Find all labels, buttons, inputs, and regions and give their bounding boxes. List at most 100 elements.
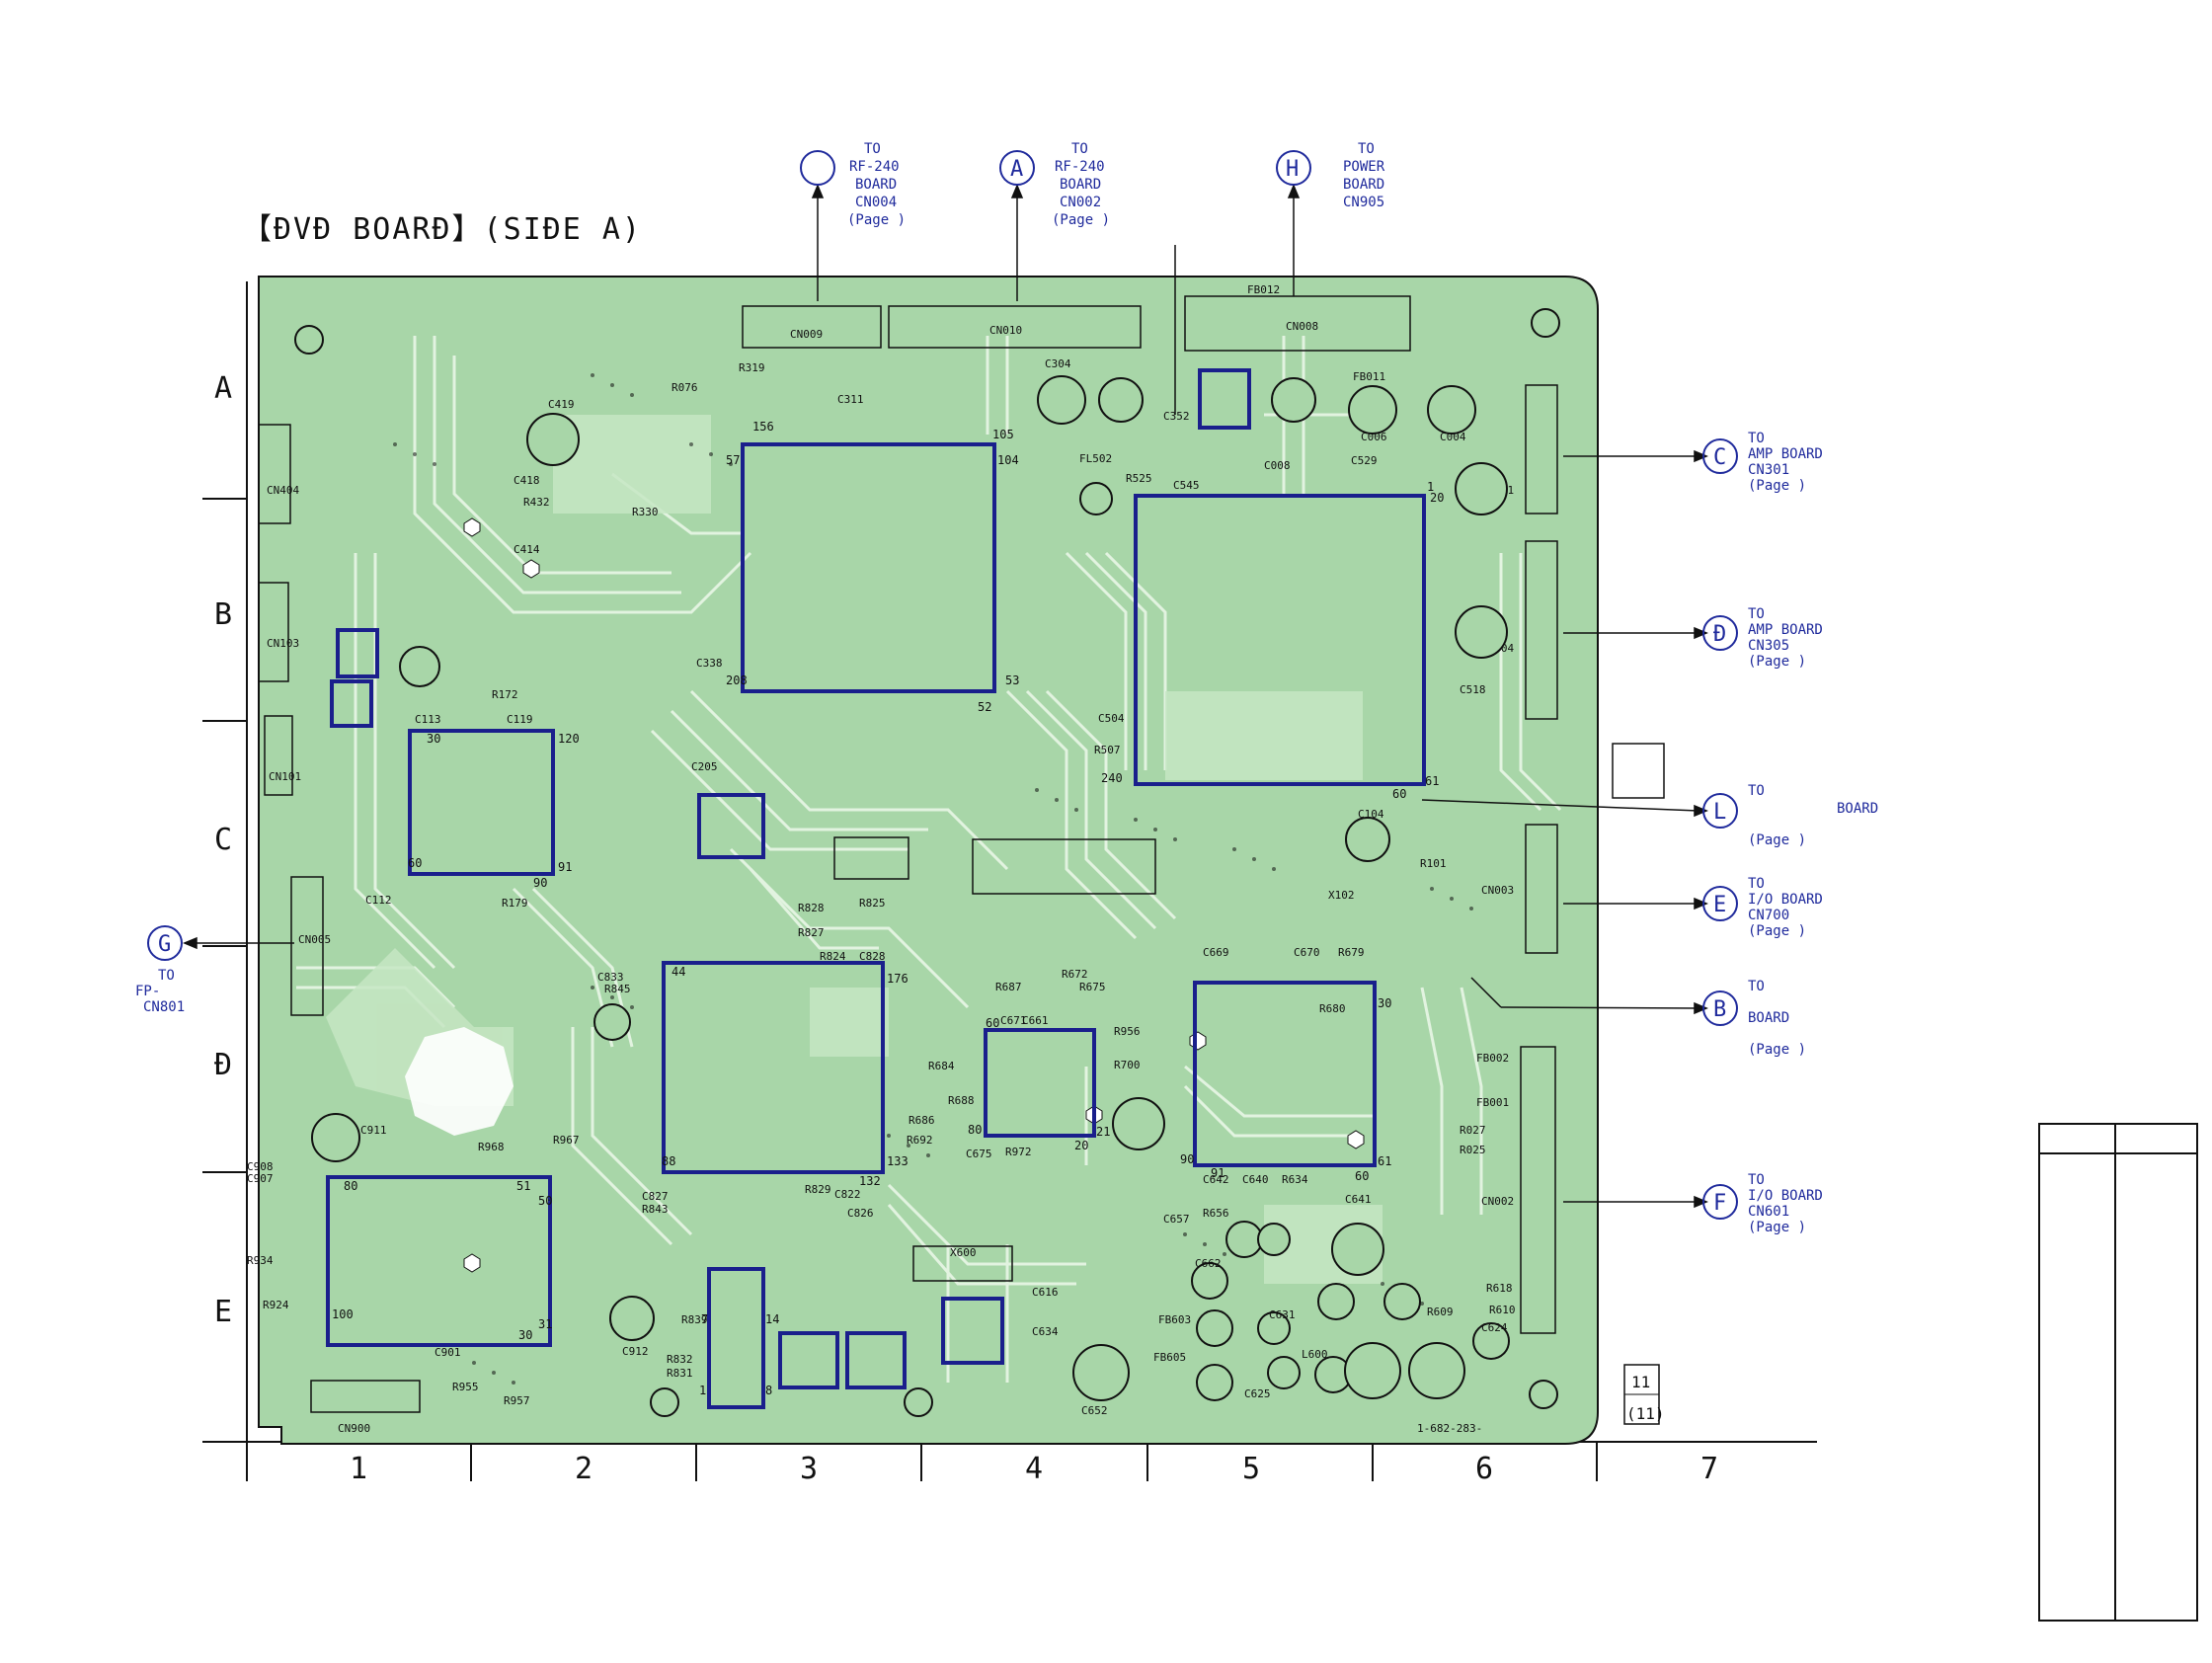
svg-text:C641: C641 <box>1345 1193 1372 1206</box>
svg-text:R829: R829 <box>805 1183 831 1196</box>
ic-top-right <box>1134 494 1426 786</box>
svg-text:R432: R432 <box>523 496 550 509</box>
svg-text:C640: C640 <box>1242 1173 1269 1186</box>
svg-text:R845: R845 <box>604 983 631 995</box>
cn008-label: CN008 <box>1286 320 1318 333</box>
svg-text:R688: R688 <box>948 1094 975 1107</box>
page-number-box: 11 (11) <box>1623 1364 1665 1425</box>
svg-text:F: F <box>1713 1191 1726 1216</box>
svg-text:R507: R507 <box>1094 744 1121 756</box>
svg-text:C624: C624 <box>1481 1321 1508 1334</box>
svg-text:156: 156 <box>752 420 774 434</box>
svg-text:X102: X102 <box>1328 889 1355 902</box>
svg-text:X600: X600 <box>950 1246 977 1259</box>
cn009-header <box>742 305 882 349</box>
svg-text:R967: R967 <box>553 1134 580 1147</box>
svg-text:R672: R672 <box>1062 968 1088 981</box>
svg-text:R684: R684 <box>928 1060 955 1072</box>
svg-text:CN004: CN004 <box>855 195 897 210</box>
svg-text:I/O BOARD: I/O BOARD <box>1748 892 1823 908</box>
svg-text:H: H <box>1286 157 1299 182</box>
svg-text:C518: C518 <box>1460 683 1486 696</box>
svg-text:FP-: FP- <box>135 984 160 999</box>
svg-text:61: 61 <box>1378 1154 1391 1168</box>
svg-text:133: 133 <box>887 1154 908 1168</box>
svg-text:RF-240: RF-240 <box>1055 159 1105 175</box>
callout-top-blank: TO RF-240 BOARD CN004 (Page ) <box>800 141 906 228</box>
svg-text:TO: TO <box>1071 141 1088 157</box>
svg-text:20: 20 <box>1074 1139 1088 1152</box>
cn002-label: CN002 <box>1481 1195 1514 1208</box>
svg-text:CN700: CN700 <box>1748 908 1789 923</box>
svg-text:BOARD: BOARD <box>1343 177 1384 193</box>
svg-text:240: 240 <box>1101 771 1123 785</box>
svg-text:C908: C908 <box>247 1160 274 1173</box>
svg-text:14: 14 <box>765 1312 779 1326</box>
svg-text:R828: R828 <box>798 902 825 914</box>
mounting-hole-top-left <box>294 325 324 355</box>
svg-text:C113: C113 <box>415 713 441 726</box>
svg-text:132: 132 <box>859 1174 881 1188</box>
ic-mid-left <box>408 729 555 876</box>
svg-text:(Page ): (Page ) <box>847 212 906 228</box>
svg-text:(Page ): (Page ) <box>1052 212 1110 228</box>
svg-text:60: 60 <box>408 856 422 870</box>
svg-text:105: 105 <box>992 428 1014 441</box>
svg-text:R968: R968 <box>478 1141 505 1153</box>
cn900-label: CN900 <box>338 1422 370 1435</box>
svg-text:60: 60 <box>1355 1169 1369 1183</box>
svg-text:51: 51 <box>516 1179 530 1193</box>
svg-text:208: 208 <box>726 673 748 687</box>
x600-crystal <box>912 1245 1013 1282</box>
svg-text:R172: R172 <box>492 688 518 701</box>
svg-text:FB001: FB001 <box>1476 1096 1509 1109</box>
svg-text:C311: C311 <box>837 393 864 406</box>
svg-text:R839: R839 <box>681 1313 708 1326</box>
svg-text:B: B <box>1713 997 1726 1022</box>
svg-text:R843: R843 <box>642 1203 669 1216</box>
mounting-hole-bottom-right <box>1529 1380 1558 1409</box>
svg-text:104: 104 <box>997 453 1019 467</box>
svg-text:R330: R330 <box>632 506 659 518</box>
svg-text:TO: TO <box>1748 431 1765 446</box>
svg-text:176: 176 <box>887 972 908 986</box>
svg-text:C006: C006 <box>1361 431 1387 443</box>
svg-text:30: 30 <box>518 1328 532 1342</box>
ic-mid-small <box>697 793 765 859</box>
cn010-label: CN010 <box>989 324 1022 337</box>
svg-text:R686: R686 <box>908 1114 935 1127</box>
svg-text:80: 80 <box>344 1179 357 1193</box>
callout-d: Ð TO AMP BOARD CN305 (Page ) <box>1702 606 1823 670</box>
svg-text:R692: R692 <box>907 1134 933 1147</box>
svg-text:C414: C414 <box>514 543 540 556</box>
svg-text:G: G <box>158 932 171 957</box>
svg-text:TO: TO <box>158 968 175 984</box>
svg-text:57: 57 <box>726 453 740 467</box>
ic-bottom-left <box>326 1175 552 1347</box>
svg-text:A: A <box>1010 157 1023 182</box>
svg-text:120: 120 <box>558 732 580 746</box>
svg-text:C671: C671 <box>1000 1014 1027 1027</box>
svg-text:C631: C631 <box>1269 1308 1296 1321</box>
svg-text:FB011: FB011 <box>1353 370 1385 383</box>
svg-text:C912: C912 <box>622 1345 649 1358</box>
callout-g: G TO FP- CN801 <box>135 925 185 1015</box>
svg-text:(11): (11) <box>1626 1404 1665 1423</box>
svg-text:C907: C907 <box>247 1172 274 1185</box>
cn003-header <box>1525 824 1558 954</box>
svg-text:RF-240: RF-240 <box>849 159 900 175</box>
svg-text:BOARD: BOARD <box>1748 1010 1789 1026</box>
column-label-5: 5 <box>1242 1452 1260 1486</box>
svg-text:C352: C352 <box>1163 410 1190 423</box>
mounting-hole-top-right <box>1531 308 1560 338</box>
row-label-b: B <box>214 597 232 632</box>
svg-text:R076: R076 <box>672 381 698 394</box>
svg-text:C657: C657 <box>1163 1213 1190 1226</box>
callout-b: B TO BOARD (Page ) <box>1702 979 1806 1058</box>
svg-text:C822: C822 <box>834 1188 861 1201</box>
svg-text:1: 1 <box>699 1384 706 1397</box>
cn900-header <box>310 1380 421 1413</box>
ic-bottom-regulator-1 <box>778 1331 839 1389</box>
svg-text:TO: TO <box>1358 141 1375 157</box>
svg-text:C545: C545 <box>1173 479 1200 492</box>
